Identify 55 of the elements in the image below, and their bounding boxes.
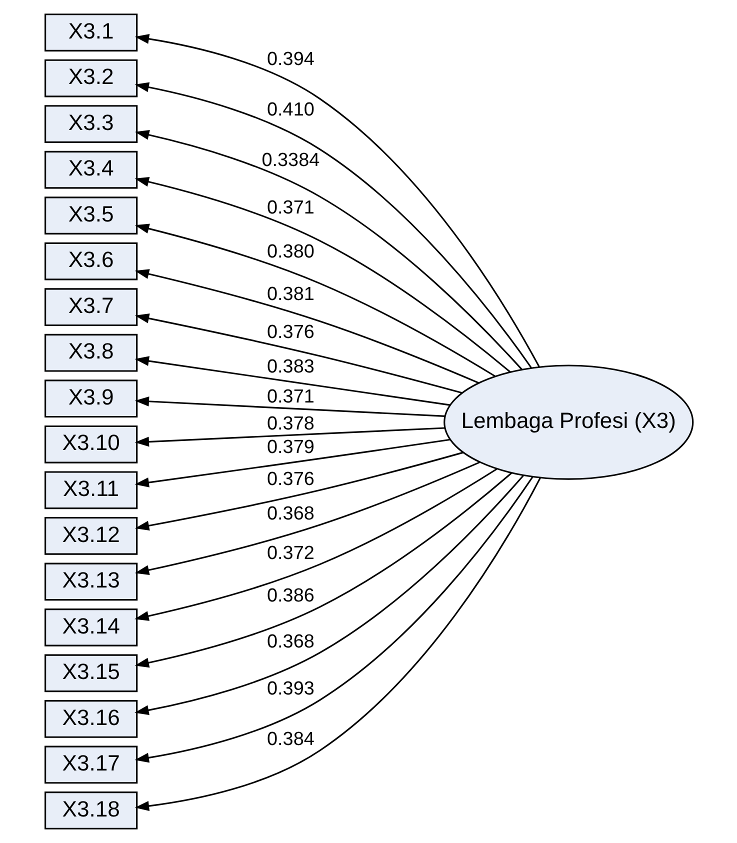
edge-label: 0.368 [266,631,314,652]
arrow [134,176,510,373]
arrow [134,313,462,394]
edge-label: 0.386 [266,586,314,607]
node-box: X3.15 [44,654,138,692]
node-box: X3.7 [44,288,138,326]
node-box: X3.14 [44,608,138,646]
node-box: X3.4 [44,150,138,189]
arrow [134,438,450,488]
node-box: X3.16 [44,700,138,738]
edge-label: 0.3384 [261,150,320,172]
edge-label: 0.410 [266,100,314,121]
arrow [134,82,532,368]
edge-label: 0.371 [266,386,314,408]
arrow [134,427,444,447]
arrow [134,478,540,811]
node-box: X3.3 [44,105,138,143]
node-box: X3.12 [44,516,138,555]
node-box: X3.10 [44,425,138,464]
arrow [134,462,480,575]
node-box: X3.6 [44,242,138,280]
node-box: X3.8 [44,334,138,372]
edge-label: 0.381 [266,284,314,306]
edge-label: 0.393 [266,678,314,700]
arrow [134,396,444,417]
arrow [134,34,540,368]
node-box: X3.18 [44,792,138,830]
arrow [134,472,512,668]
arrow [134,476,533,763]
edge-label: 0.378 [266,414,314,435]
arrow [134,269,479,384]
node-box: X3.17 [44,746,138,784]
edge-label: 0.394 [266,49,314,70]
arrow [134,468,497,621]
arrow [134,475,524,716]
edge-label: 0.384 [266,729,314,750]
node-box: X3.11 [44,471,138,510]
edge-label: 0.383 [266,356,314,378]
node-box: X3.1 [44,14,138,52]
edge-label: 0.379 [266,437,314,458]
edge-label: 0.368 [266,503,314,524]
node-ellipse: Lembaga Profesi (X3) [443,364,694,480]
arrow [134,452,464,531]
node-box: X3.9 [44,380,138,418]
edge-label: 0.372 [266,542,314,564]
arrow [134,356,450,406]
edge-label: 0.376 [266,468,314,490]
node-box: X3.5 [44,196,138,234]
arrow [134,130,522,370]
node-box: X3.2 [44,59,138,98]
edge-label: 0.380 [266,242,314,263]
arrow [134,224,496,377]
node-box: X3.13 [44,562,138,601]
edge-label: 0.376 [266,322,314,344]
edge-label: 0.371 [266,197,314,218]
